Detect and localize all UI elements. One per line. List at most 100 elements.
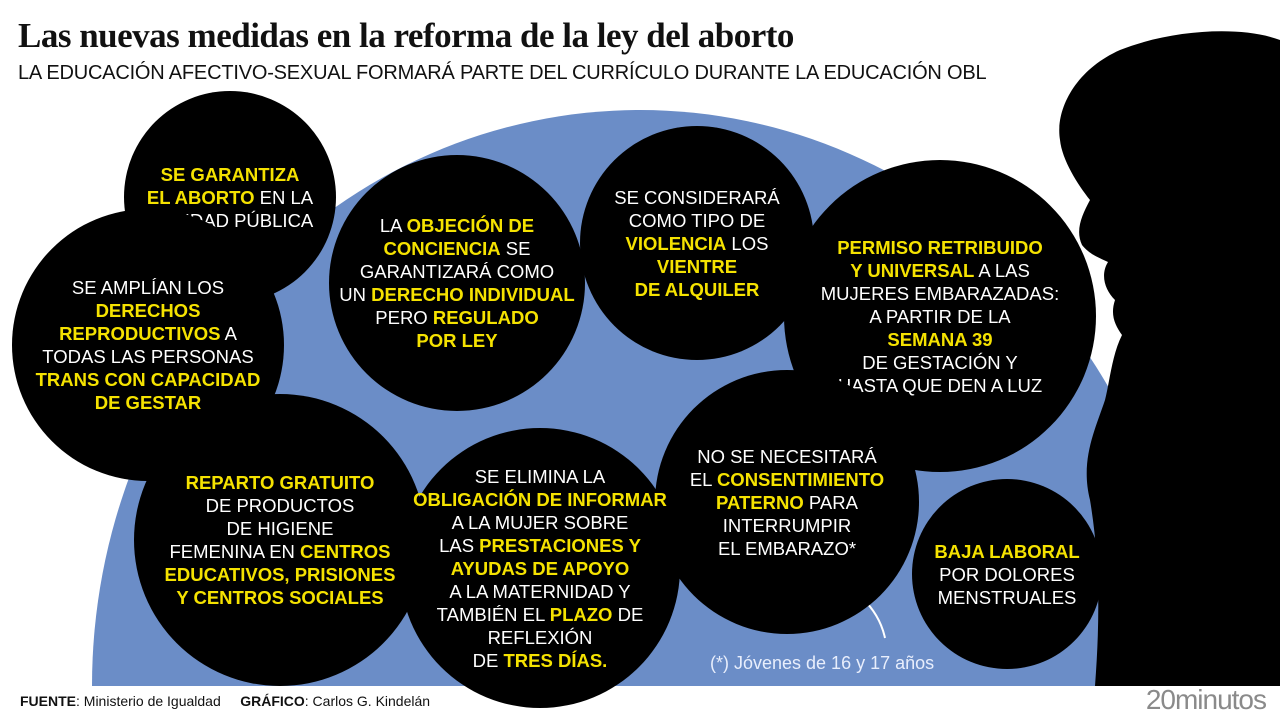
subtitle-part: LA EDUCACIÓN AFECTIVO-SEXUAL FORMARÁ PAR… <box>18 62 987 84</box>
measure-line: Y CENTROS SOCIALES <box>165 586 396 609</box>
text: SE ELIMINA LA <box>474 465 606 487</box>
measure-line: INTERRUMPIR <box>690 514 884 537</box>
measure-line: A LA MUJER SOBRE <box>413 511 667 534</box>
measure-line: POR LEY <box>339 329 574 352</box>
measure-line: DE GESTAR <box>36 391 261 414</box>
source-label: FUENTE <box>20 693 76 709</box>
highlight-text: PLAZO <box>549 603 613 625</box>
highlight-text: TRES DÍAS. <box>503 649 608 671</box>
measure-line: REPRODUCTIVOS A <box>36 322 261 345</box>
highlight-text: REGULADO <box>432 307 539 328</box>
highlight-text: OBLIGACIÓN DE INFORMAR <box>413 488 667 510</box>
highlight-text: SE GARANTIZA <box>160 163 300 185</box>
text: LAS <box>439 534 480 556</box>
measure-line: GARANTIZARÁ COMO <box>339 260 574 283</box>
measure-line: TRANS CON CAPACIDAD <box>36 368 261 391</box>
highlight-text: CENTROS <box>300 541 391 562</box>
highlight-text: DE GESTAR <box>94 392 202 413</box>
measure-line: DE HIGIENE <box>165 517 396 540</box>
text: SE AMPLÍAN LOS <box>71 277 225 298</box>
text: A LAS <box>974 259 1030 281</box>
highlight-text: VIOLENCIA <box>625 232 727 254</box>
text: EL <box>689 468 717 490</box>
text: PARA <box>803 491 858 513</box>
text: A PARTIR DE LA <box>869 305 1011 327</box>
text: MENSTRUALES <box>937 586 1077 608</box>
measure-line: MUJERES EMBARAZADAS: <box>821 282 1060 305</box>
measure-line: A PARTIR DE LA <box>821 305 1060 328</box>
measure-line: HASTA QUE DEN A LUZ <box>821 374 1060 397</box>
measure-line: REFLEXIÓN <box>413 626 667 649</box>
text: HASTA QUE DEN A LUZ <box>837 374 1043 396</box>
measure-line: DE PRODUCTOS <box>165 494 396 517</box>
highlight-text: REPRODUCTIVOS <box>59 323 221 344</box>
measure-line: EL CONSENTIMIENTO <box>690 468 884 491</box>
highlight-text: POR LEY <box>416 330 498 351</box>
page-subtitle: LA EDUCACIÓN AFECTIVO-SEXUAL FORMARÁ PAR… <box>18 62 1079 85</box>
measure-line: SE GARANTIZA <box>147 163 314 186</box>
measure-line: EL ABORTO EN LA <box>147 186 314 209</box>
measure-line: AYUDAS DE APOYO <box>413 557 667 580</box>
measure-line: VIOLENCIA LOS <box>614 232 780 255</box>
text: DE <box>472 649 504 671</box>
measure-line: COMO TIPO DE <box>614 209 780 232</box>
text: SE <box>500 238 531 259</box>
measure-line: FEMENINA EN CENTROS <box>165 540 396 563</box>
text: MUJERES EMBARAZADAS: <box>820 282 1060 304</box>
measure-line: TODAS LAS PERSONAS <box>36 345 261 368</box>
measure-line: Y UNIVERSAL A LAS <box>821 259 1060 282</box>
measure-line: DE GESTACIÓN Y <box>821 351 1060 374</box>
measure-line: PERO REGULADO <box>339 306 574 329</box>
text: GARANTIZARÁ COMO <box>359 261 555 282</box>
highlight-text: TRANS CON CAPACIDAD <box>35 369 261 390</box>
text: FEMENINA EN <box>169 541 301 562</box>
text: UN <box>339 284 372 305</box>
text: SE CONSIDERARÁ <box>614 186 780 208</box>
text: TODAS LAS PERSONAS <box>42 346 254 367</box>
text: DE HIGIENE <box>226 518 334 539</box>
highlight-text: PRESTACIONES Y <box>479 534 641 556</box>
measure-line: PATERNO PARA <box>690 491 884 514</box>
text: DE PRODUCTOS <box>205 495 355 516</box>
credits: FUENTE: Ministerio de Igualdad GRÁFICO: … <box>20 693 430 709</box>
measure-line: PERMISO RETRIBUIDO <box>821 236 1060 259</box>
subtitle-part-on-silhouette: IGATORIA <box>986 62 1079 84</box>
highlight-text: EDUCATIVOS, PRISIONES <box>164 564 396 585</box>
text: A LA MUJER SOBRE <box>451 511 629 533</box>
footnote: (*) Jóvenes de 16 y 17 años <box>710 653 935 673</box>
measure-line: NO SE NECESITARÁ <box>690 445 884 468</box>
text: TAMBIÉN EL <box>436 603 550 625</box>
source: : Ministerio de Igualdad <box>76 693 221 709</box>
measure-line: DE ALQUILER <box>614 278 780 301</box>
highlight-text: DERECHO INDIVIDUAL <box>371 284 575 305</box>
highlight-text: DERECHOS <box>95 300 201 321</box>
text: NO SE NECESITARÁ <box>697 445 877 467</box>
highlight-text: OBJECIÓN DE <box>406 215 535 236</box>
measure-line: BAJA LABORAL <box>934 540 1079 563</box>
measure-line: EDUCATIVOS, PRISIONES <box>165 563 396 586</box>
highlight-text: SEMANA 39 <box>887 328 993 350</box>
measure-line: LA OBJECIÓN DE <box>339 214 574 237</box>
highlight-text: Y CENTROS SOCIALES <box>176 587 384 608</box>
measure-line: DE TRES DÍAS. <box>413 649 667 672</box>
measure-line: DERECHOS <box>36 299 261 322</box>
measure-line: TAMBIÉN EL PLAZO DE <box>413 603 667 626</box>
graphic-label: GRÁFICO <box>240 693 305 709</box>
highlight-text: CONSENTIMIENTO <box>716 468 885 490</box>
measure-line: SE AMPLÍAN LOS <box>36 276 261 299</box>
text: DE GESTACIÓN Y <box>862 351 1018 373</box>
text: EN LA <box>254 186 314 208</box>
graphic-author: : Carlos G. Kindelán <box>304 693 431 709</box>
